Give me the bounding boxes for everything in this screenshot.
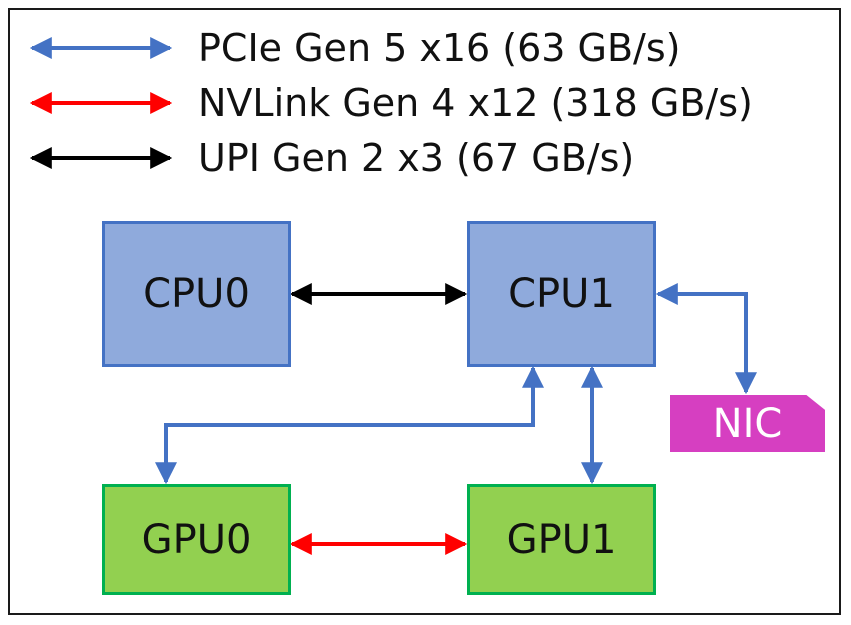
diagram-frame [8, 8, 841, 615]
nic-node: NIC [670, 395, 825, 452]
gpu1-label: GPU1 [506, 516, 617, 563]
gpu1-node: GPU1 [467, 484, 656, 595]
cpu0-node: CPU0 [102, 221, 291, 367]
nic-label: NIC [712, 400, 783, 447]
cpu1-gpu0-pcie-link [155, 365, 544, 485]
gpu0-label: GPU0 [141, 516, 252, 563]
legend-pcie-label: PCIe Gen 5 x16 (63 GB/s) [198, 26, 681, 70]
cpu1-nic-pcie-link [655, 283, 757, 395]
cpu1-node: CPU1 [467, 221, 656, 367]
cpu1-label: CPU1 [508, 271, 615, 317]
legend-nvlink-label: NVLink Gen 4 x12 (318 GB/s) [198, 81, 753, 125]
cpu0-label: CPU0 [143, 271, 250, 317]
legend-upi-label: UPI Gen 2 x3 (67 GB/s) [198, 136, 635, 180]
gpu0-node: GPU0 [102, 484, 291, 595]
